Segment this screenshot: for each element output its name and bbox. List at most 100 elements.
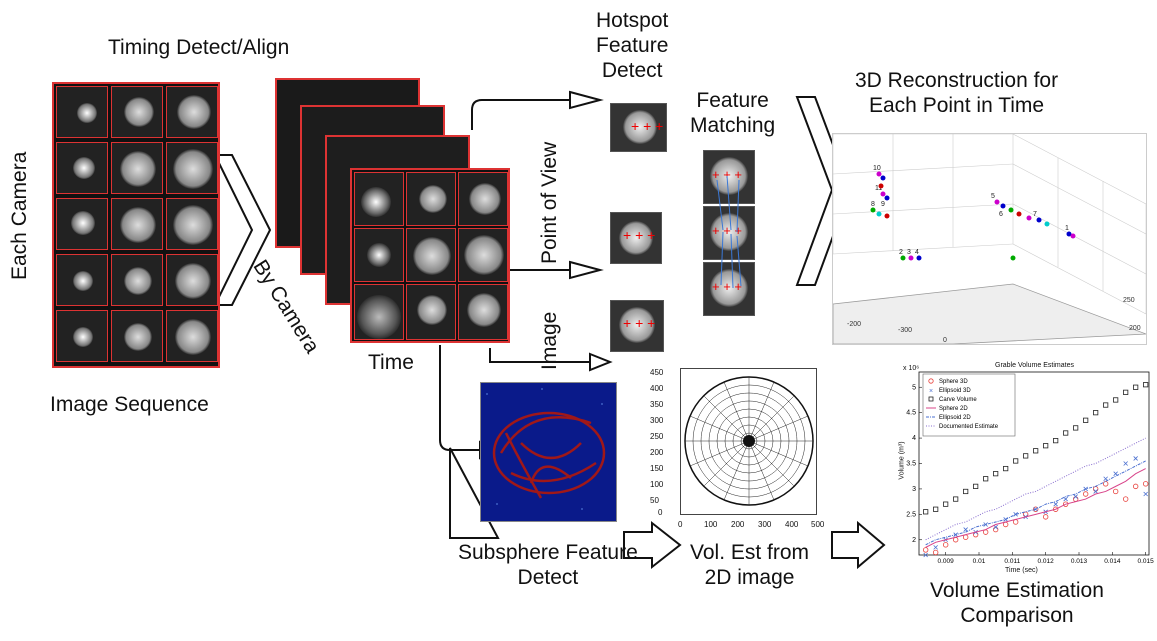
recon-axis-tick: 0: [943, 337, 947, 344]
image-label: Image: [538, 311, 561, 370]
polar-y-tick: 200: [650, 448, 664, 457]
camera-stack-front: [350, 168, 510, 343]
vol-est-label: Vol. Est from 2D image: [690, 541, 810, 590]
polar-y-tick: 50: [650, 496, 659, 505]
y-tick-label: 2.5: [906, 511, 916, 518]
legend-entry: Documented Estimate: [939, 424, 999, 430]
y-tick-label: 4: [912, 435, 916, 442]
match-lines: [716, 175, 742, 289]
recon-axis-tick: -200: [847, 321, 861, 328]
frame-thumbnail: [166, 198, 218, 250]
volume-chart-title: Grable Volume Estimates: [995, 362, 1074, 369]
frame-thumbnail: [111, 254, 163, 306]
polar-x-tick: 500: [811, 520, 825, 529]
polar-y-tick: 450: [650, 368, 664, 377]
subsphere-plot: [480, 382, 617, 522]
polar-y-axis: 450 400 350 300 250 200 150 100 50 0: [650, 368, 678, 518]
point-label: 8: [871, 201, 875, 208]
data-point: [1023, 453, 1029, 459]
point-label: 1: [1065, 225, 1069, 232]
arrow-to-vol-est: [623, 520, 682, 570]
timing-label: Timing Detect/Align: [108, 36, 290, 59]
point-label: 10: [873, 165, 881, 172]
data-point: [1113, 397, 1119, 403]
y-tick-label: 4.5: [906, 410, 916, 417]
hotspot-patch-1: + + +: [610, 103, 667, 152]
data-point: [1103, 402, 1109, 408]
polar-y-tick: 300: [650, 416, 664, 425]
arrow-to-subsphere: [449, 447, 500, 539]
frame-thumbnail: [458, 284, 508, 340]
recon-axis-tick: 250: [1123, 297, 1135, 304]
frame-thumbnail: [56, 198, 108, 250]
data-point: [1093, 489, 1098, 494]
series-line: [925, 460, 1146, 546]
x-tick-label: 0.015: [1138, 558, 1155, 565]
data-point: [1123, 389, 1129, 395]
point-of-view-label: Point of View: [538, 141, 561, 264]
matching-patch-3: + + +: [703, 262, 755, 316]
x-tick-label: 0.013: [1071, 558, 1088, 565]
frame-thumbnail: [166, 86, 218, 138]
x-tick-label: 0.01: [973, 558, 986, 565]
frame-thumbnail: [354, 228, 404, 282]
data-point: [1013, 458, 1019, 464]
data-point: [933, 545, 938, 550]
frame-thumbnail: [56, 86, 108, 138]
data-point: [1063, 496, 1068, 502]
data-point: [1093, 410, 1099, 416]
y-tick-label: 3: [912, 486, 916, 493]
polar-x-tick: 300: [758, 520, 772, 529]
frame-thumbnail: [166, 310, 218, 362]
frame-thumbnail: [406, 284, 456, 340]
arrow-to-comparison: [831, 520, 886, 570]
connector-top: [471, 99, 570, 130]
point-label: 11: [875, 185, 882, 192]
data-point: [1142, 481, 1149, 487]
data-point: [1052, 506, 1059, 512]
x-tick-label: 0.014: [1104, 558, 1121, 565]
point-label: 6: [999, 211, 1003, 218]
point-label: 2: [899, 249, 903, 256]
data-point: [922, 547, 929, 553]
volume-chart-xlabel: Time (sec): [1005, 567, 1038, 574]
data-point: [983, 522, 988, 527]
data-point: [1032, 506, 1039, 512]
polar-x-axis: 0 100 200 300 400 500: [678, 520, 828, 532]
legend: Sphere 3D × Ellipsoid 3D Carve Volume Sp…: [922, 373, 1016, 437]
point-label: 9: [881, 201, 885, 208]
arrowhead-mid: [569, 260, 604, 280]
data-point: [1102, 481, 1109, 487]
legend-entry: Ellipsoid 3D: [939, 388, 971, 394]
polar-y-tick: 250: [650, 432, 664, 441]
frame-thumbnail: [111, 86, 163, 138]
legend-entry: Carve Volume: [939, 397, 977, 403]
reconstruction-axes: -200 -300 0 250 200 10 11 8 9 5 6 7 2 3 …: [833, 134, 1146, 344]
data-point: [983, 476, 989, 482]
frame-thumbnail: [111, 198, 163, 250]
series-line: [925, 437, 1146, 541]
feature-matching-label: Feature Matching: [690, 89, 776, 138]
data-point: [1073, 494, 1078, 499]
data-point: [1073, 425, 1079, 431]
data-point: [1033, 448, 1039, 454]
point-label: 7: [1033, 211, 1037, 218]
x-tick-label: 0.011: [1004, 558, 1020, 565]
data-point: [953, 496, 959, 502]
polar-x-tick: 200: [731, 520, 745, 529]
frame-thumbnail: [354, 172, 404, 226]
x-tick-label: 0.012: [1038, 558, 1055, 565]
legend-entry: Sphere 2D: [939, 406, 968, 412]
frame-thumbnail: [354, 284, 404, 340]
frame-thumbnail: [458, 228, 508, 282]
feature-matching-stack: + + + + + + + + +: [703, 150, 755, 316]
data-point: [1143, 382, 1149, 388]
hotspot-patch-3: + + +: [610, 300, 664, 352]
volume-chart-exponent: x 10⁶: [903, 365, 920, 372]
reconstructed-points: [870, 171, 1076, 261]
volume-comparison-label: Volume Estimation Comparison: [930, 579, 1104, 628]
each-camera-label: Each Camera: [8, 151, 31, 280]
polar-y-tick: 0: [658, 508, 663, 517]
data-point: [1133, 384, 1139, 390]
